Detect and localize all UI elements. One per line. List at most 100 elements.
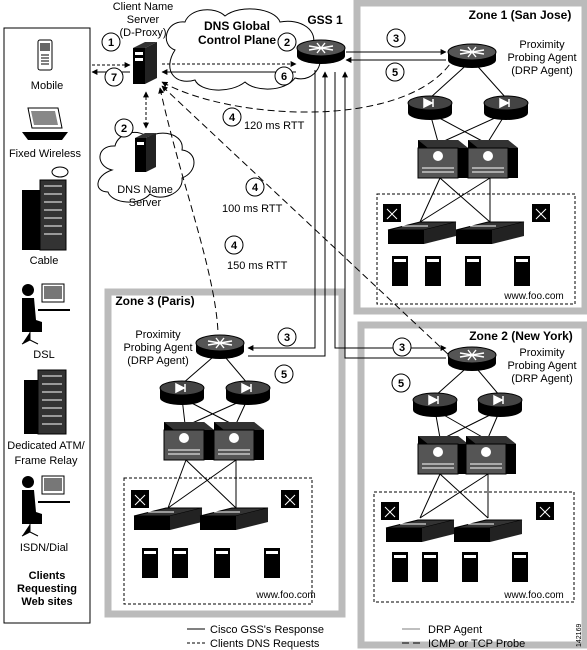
step-7-label: 7 — [111, 72, 117, 84]
zone2-drp-router-icon — [447, 346, 497, 372]
step-6-marker: 6 — [274, 66, 294, 86]
zone1-server-3-icon — [465, 256, 481, 286]
zone3-device-2-icon — [280, 489, 300, 509]
dns-cloud-label-2: Control Plane — [198, 33, 276, 47]
zone1-device-1-icon — [382, 203, 402, 223]
zone2-server-box — [373, 491, 575, 603]
building-cable-icon — [22, 166, 69, 251]
zone1-loadbalancer-1-icon — [407, 95, 453, 121]
step-3-zone2-label: 3 — [399, 342, 405, 354]
step-2a-label: 2 — [284, 37, 290, 49]
zone2-loadbalancer-2-icon — [477, 392, 523, 418]
zone3-drp-router-icon — [195, 334, 245, 360]
dns-name-server-label-2: Server — [129, 197, 162, 209]
flow-lines — [91, 49, 451, 359]
zone3-url: www.foo.com — [255, 590, 315, 601]
zone1-server-2-icon — [425, 256, 441, 286]
figure-id: 142169 — [576, 624, 583, 647]
client-label-frame-relay: Frame Relay — [15, 455, 78, 467]
zone2-device-2-icon — [535, 501, 555, 521]
rtt-label-zone3: 150 ms RTT — [227, 260, 288, 272]
zone2-server-4-icon — [512, 552, 528, 582]
step-1-marker: 1 — [101, 32, 121, 52]
zone3-probe-label-3: (DRP Agent) — [127, 355, 189, 367]
step-4-zone3-marker: 4 — [224, 235, 244, 255]
zone1-device-2-icon — [531, 203, 551, 223]
step-5-zone2-marker: 5 — [391, 373, 411, 393]
step-4-zone2-marker: 4 — [245, 177, 265, 197]
zone2-title: Zone 2 (New York) — [469, 329, 573, 343]
step-4-zone1-marker: 4 — [222, 107, 242, 127]
dns-name-server-icon — [135, 133, 156, 172]
zone2-core-switch-2-icon — [465, 435, 517, 475]
zone2-core-switch-1-icon — [417, 435, 469, 475]
zone3-probe-label-2: Probing Agent — [123, 342, 192, 354]
step-3-zone1-label: 3 — [393, 33, 399, 45]
zone1-server-4-icon — [514, 256, 530, 286]
clients-title-line1: Clients — [29, 570, 66, 582]
rtt-label-zone1: 120 ms RTT — [244, 120, 305, 132]
gss-label: GSS 1 — [307, 13, 343, 27]
client-label-fixed-wireless: Fixed Wireless — [9, 148, 82, 160]
zone3-probe-label-1: Proximity — [135, 329, 181, 341]
step-3-zone2-marker: 3 — [392, 337, 412, 357]
zone3-server-box — [123, 477, 313, 605]
step-3-zone3-marker: 3 — [277, 327, 297, 347]
step-4-zone2-label: 4 — [252, 182, 259, 194]
client-name-server-label-3: (D-Proxy) — [119, 27, 166, 39]
rtt-label-zone2: 100 ms RTT — [222, 203, 283, 215]
zone1-server-1-icon — [392, 256, 408, 286]
zone3-loadbalancer-2-icon — [225, 380, 271, 406]
zone3-device-1-icon — [130, 489, 150, 509]
step-3-zone1-marker: 3 — [386, 28, 406, 48]
legend-gss-response: Cisco GSS's Response — [210, 624, 324, 636]
step-1-label: 1 — [108, 37, 114, 49]
clients-title-line2: Requesting — [17, 583, 77, 595]
zone2-server-2-icon — [422, 552, 438, 582]
step-4-zone3-label: 4 — [231, 240, 238, 252]
legend-probe: ICMP or TCP Probe — [428, 638, 525, 650]
zone1-drp-router-icon — [447, 43, 497, 69]
zone1-probe-label-2: Probing Agent — [507, 52, 576, 64]
legend-drp-agent: DRP Agent — [428, 624, 482, 636]
step-5-zone1-label: 5 — [392, 67, 398, 79]
zone2-probe-label-3: (DRP Agent) — [511, 373, 573, 385]
step-5-zone3-marker: 5 — [274, 364, 294, 384]
laptop-icon — [22, 107, 68, 140]
zone1-probe-label-1: Proximity — [519, 39, 565, 51]
step-4-zone1-label: 4 — [229, 112, 236, 124]
zone2-loadbalancer-1-icon — [412, 392, 458, 418]
zone2-url: www.foo.com — [503, 590, 563, 601]
zone3-core-switch-2-icon — [213, 421, 265, 461]
building-atm-icon — [24, 369, 67, 435]
zone2-probe-label-1: Proximity — [519, 347, 565, 359]
step-6-label: 6 — [281, 71, 287, 83]
client-name-server-label-2: Server — [127, 14, 160, 26]
zone2-server-1-icon — [392, 552, 408, 582]
zone3-server-4-icon — [264, 548, 280, 578]
zone3-server-2-icon — [172, 548, 188, 578]
client-label-mobile: Mobile — [31, 80, 63, 92]
zone3-server-3-icon — [214, 548, 230, 578]
step-5-zone2-label: 5 — [398, 378, 404, 390]
dns-cloud-label-1: DNS Global — [204, 19, 270, 33]
client-name-server-icon — [133, 42, 157, 84]
zone3-server-1-icon — [142, 548, 158, 578]
client-label-cable: Cable — [30, 255, 59, 267]
user-workstation-dsl-icon — [21, 283, 70, 345]
step-2b-marker: 2 — [114, 118, 134, 138]
zone2-device-1-icon — [380, 501, 400, 521]
zone3-core-switch-1-icon — [163, 421, 215, 461]
step-3-zone3-label: 3 — [284, 332, 290, 344]
zone1-core-switch-1-icon — [417, 139, 469, 179]
mobile-phone-icon — [37, 39, 53, 71]
zone1-title: Zone 1 (San Jose) — [469, 8, 572, 22]
client-label-isdn: ISDN/Dial — [20, 542, 68, 554]
dns-name-server-label-1: DNS Name — [117, 184, 173, 196]
client-label-atm: Dedicated ATM/ — [7, 440, 85, 452]
zone1-loadbalancer-2-icon — [483, 95, 529, 121]
legend-dns-requests: Clients DNS Requests — [210, 638, 320, 650]
zone1-server-box — [376, 193, 576, 305]
user-workstation-isdn-icon — [21, 475, 70, 537]
